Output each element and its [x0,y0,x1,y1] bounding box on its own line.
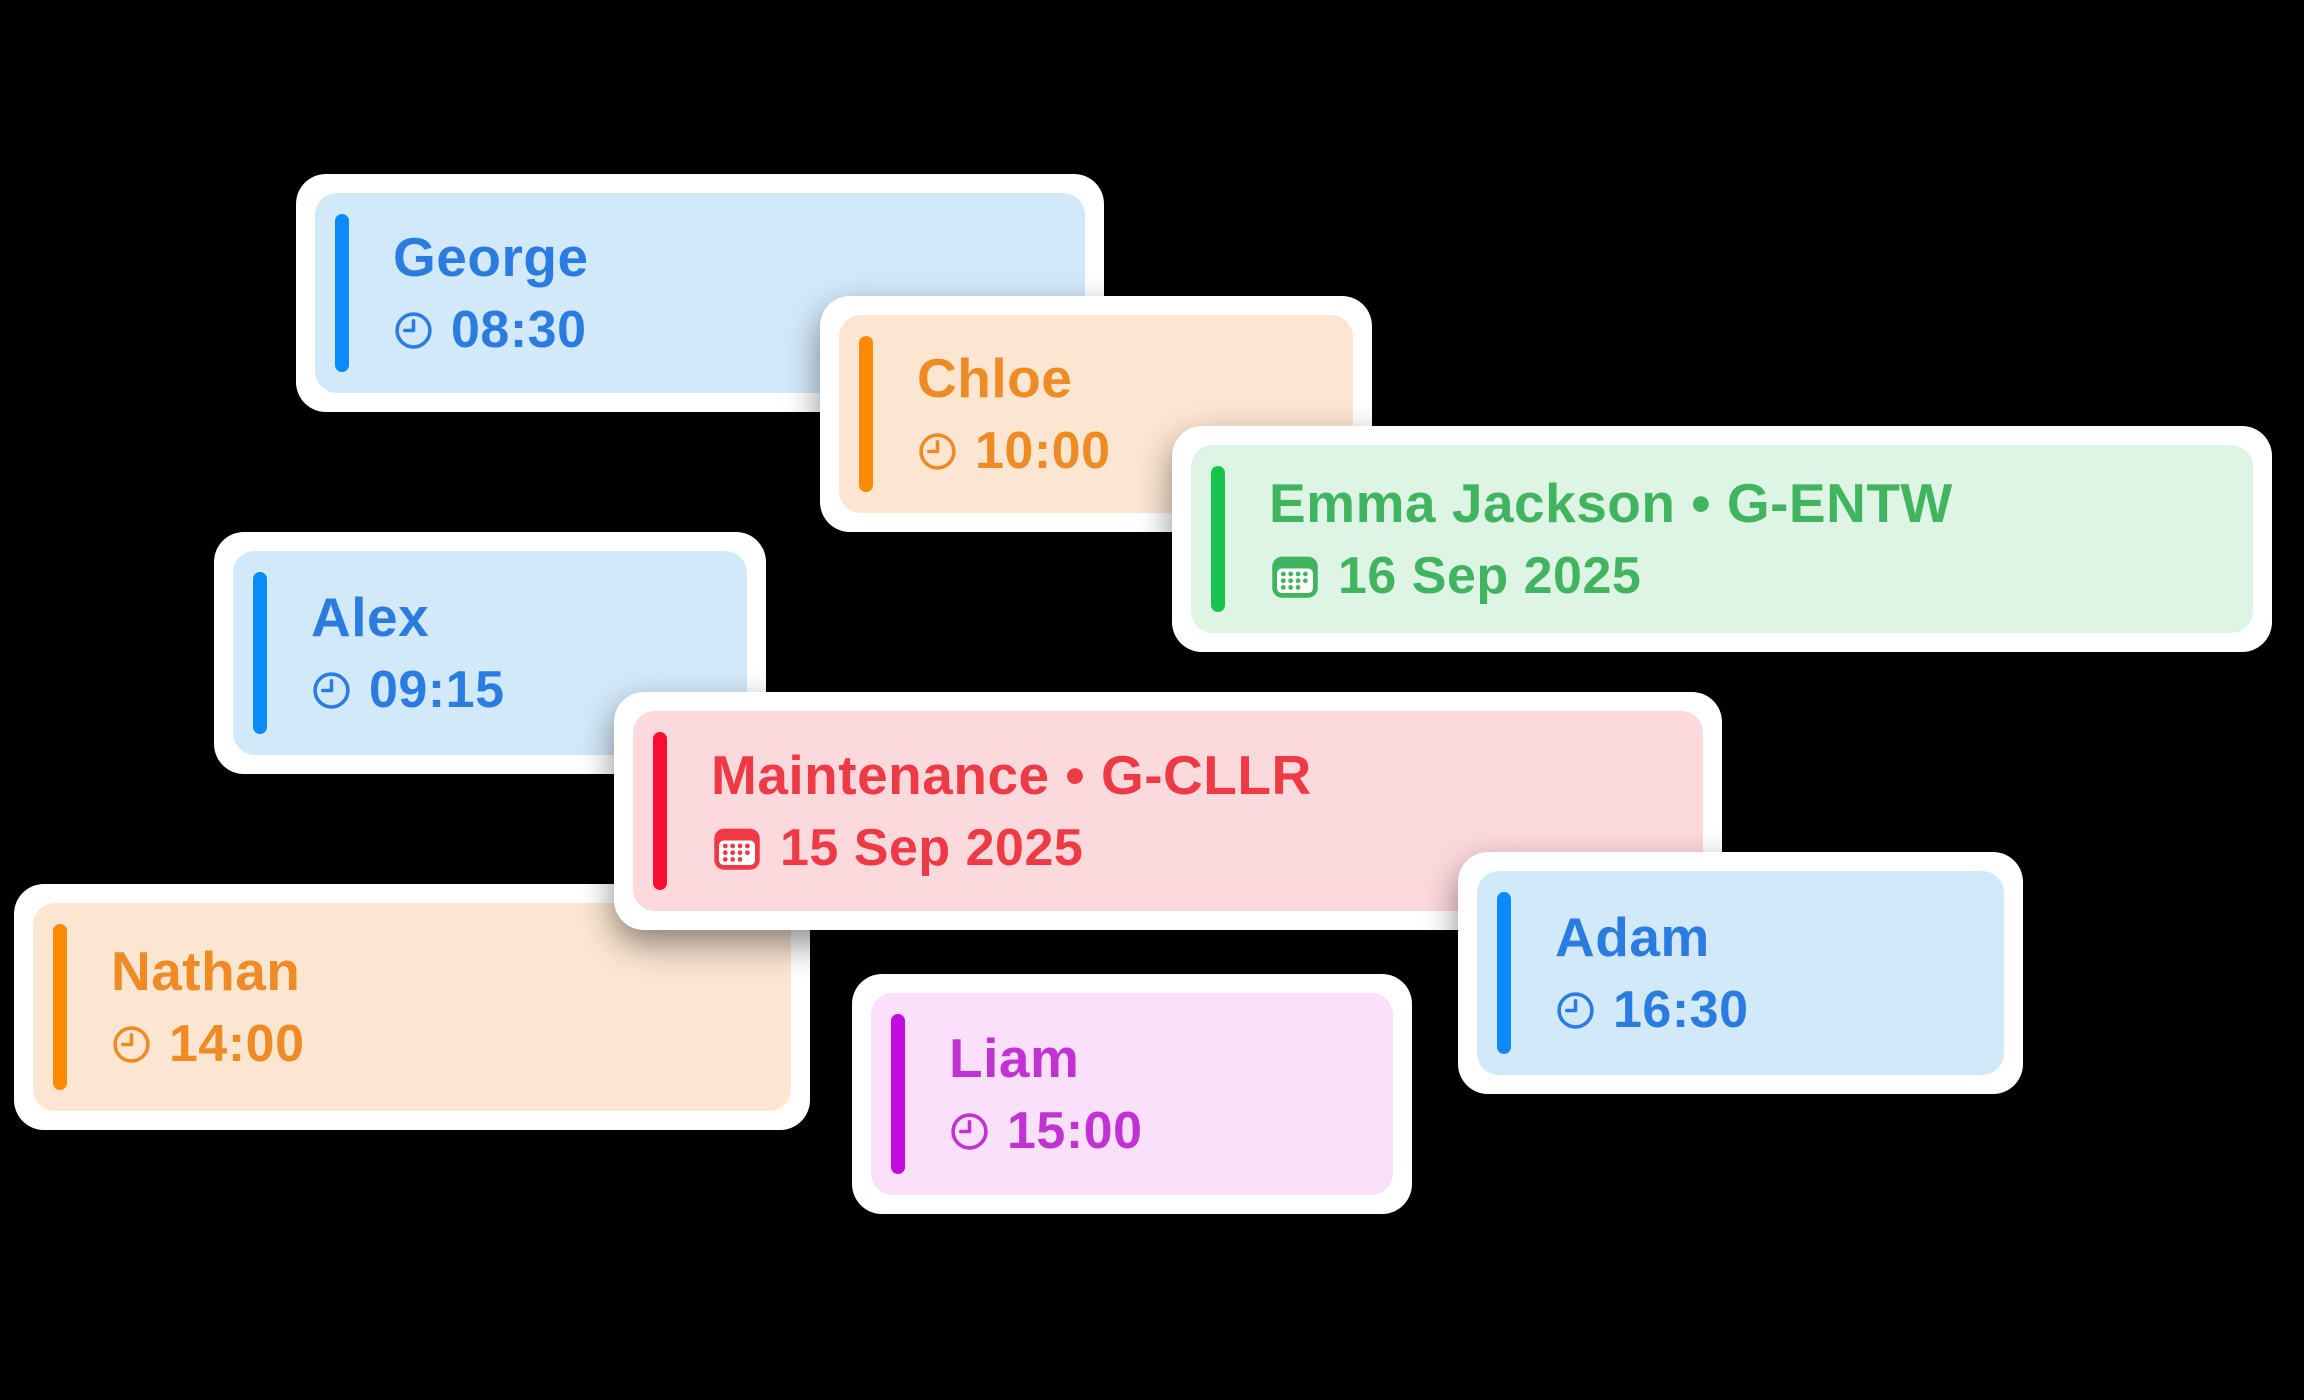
booking-card-adam[interactable]: Adam 16:30 [1458,852,2023,1094]
clock-icon [395,312,432,349]
accent-bar [253,572,267,734]
card-panel: Nathan 14:00 [33,903,791,1111]
card-title: Alex [311,585,430,648]
card-panel: Emma Jackson • G-ENTW 16 Sep 2025 [1191,445,2253,633]
card-value: 16 Sep 2025 [1338,547,1642,606]
clock-icon [951,1113,988,1150]
card-meta: 16:30 [1555,982,1749,1039]
accent-bar [891,1014,905,1174]
card-title: George [393,225,589,288]
card-value: 10:00 [975,422,1111,481]
card-value: 08:30 [451,301,587,360]
card-meta: 16 Sep 2025 [1269,548,1953,605]
booking-card-george[interactable]: George 08:30 [296,174,1104,412]
card-content: George 08:30 [315,225,619,360]
accent-bar [1497,892,1511,1054]
card-value: 15 Sep 2025 [780,819,1084,878]
card-content: Alex 09:15 [233,585,535,720]
card-meta: 15:00 [949,1103,1143,1160]
card-meta: 08:30 [393,302,589,359]
card-content: Nathan 14:00 [33,939,335,1074]
card-panel: Adam 16:30 [1477,871,2004,1075]
calendar-icon [1272,556,1318,598]
clock-icon [313,672,350,709]
card-meta: 10:00 [917,423,1111,480]
card-meta: 15 Sep 2025 [711,820,1312,877]
clock-icon [1557,992,1594,1029]
card-panel: Liam 15:00 [871,993,1393,1195]
card-value: 14:00 [169,1015,305,1074]
accent-bar [653,732,667,890]
accent-bar [335,214,349,372]
card-title: Chloe [917,346,1073,409]
card-content: Maintenance • G-CLLR 15 Sep 2025 [633,743,1342,878]
card-meta: 14:00 [111,1016,305,1073]
card-content: Chloe 10:00 [839,346,1141,481]
card-content: Adam 16:30 [1477,905,1779,1040]
booking-card-liam[interactable]: Liam 15:00 [852,974,1412,1214]
calendar-icon [714,828,760,870]
accent-bar [1211,466,1225,612]
card-content: Liam 15:00 [871,1026,1173,1161]
accent-bar [53,924,67,1090]
card-title: Nathan [111,939,301,1002]
card-title: Maintenance • G-CLLR [711,743,1312,806]
card-value: 09:15 [369,661,505,720]
clock-icon [919,433,956,470]
card-content: Emma Jackson • G-ENTW 16 Sep 2025 [1191,471,1983,606]
card-title: Emma Jackson • G-ENTW [1269,471,1953,534]
clock-icon [113,1026,150,1063]
booking-card-emma[interactable]: Emma Jackson • G-ENTW 16 Sep 2025 [1172,426,2272,652]
card-value: 16:30 [1613,981,1749,1040]
card-meta: 09:15 [311,662,505,719]
card-title: Adam [1555,905,1710,968]
card-title: Liam [949,1026,1080,1089]
card-value: 15:00 [1007,1102,1143,1161]
accent-bar [859,336,873,492]
